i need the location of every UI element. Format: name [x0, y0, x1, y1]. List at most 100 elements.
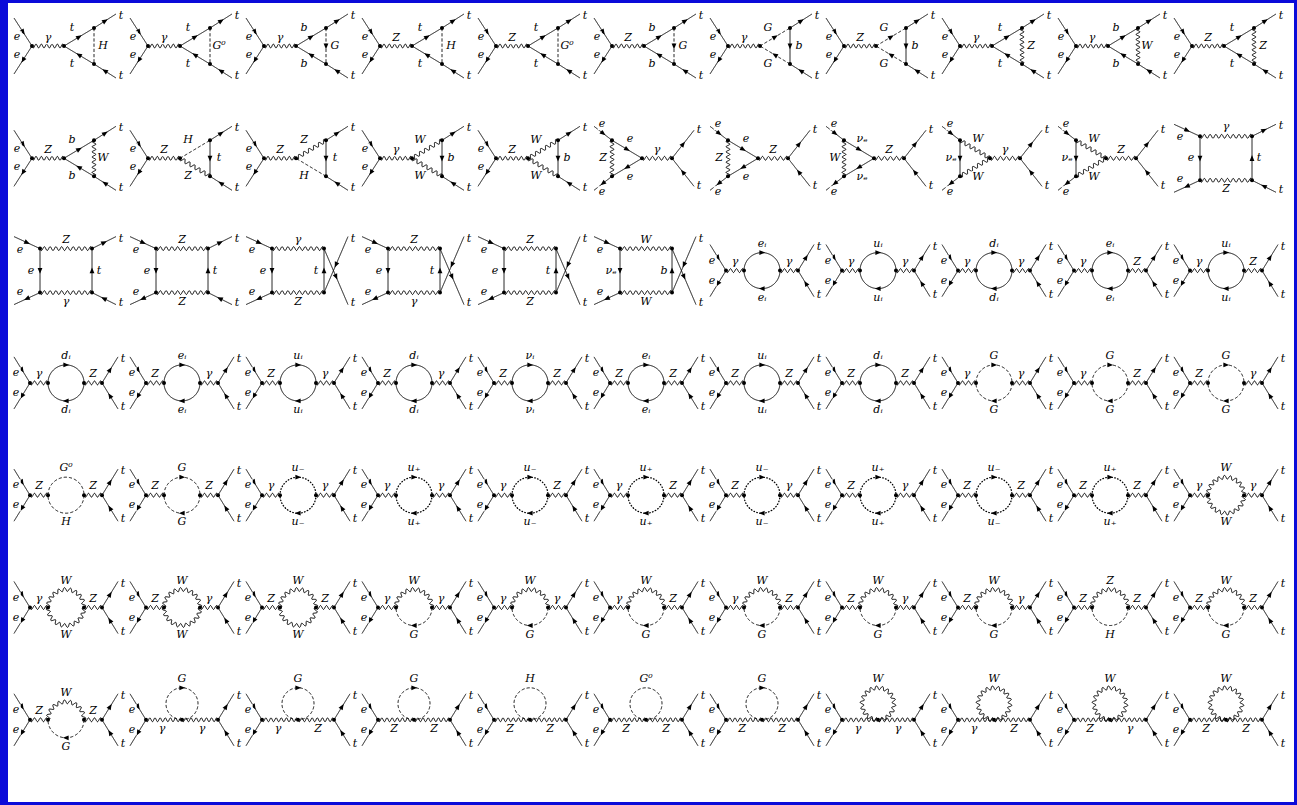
feynman-diagram	[478, 688, 582, 746]
arrow-head	[875, 286, 881, 291]
particle-label: e	[592, 367, 601, 379]
arrow-head	[253, 57, 258, 63]
vertex-dot	[46, 493, 50, 497]
propagator-line	[1190, 381, 1208, 385]
particle-label: e	[491, 265, 500, 277]
particle-label: e	[128, 479, 137, 491]
particle-label: t	[468, 465, 474, 477]
propagator-line	[628, 477, 664, 495]
propagator-line	[378, 493, 396, 497]
arrow-head	[1107, 475, 1113, 480]
particle-label: t	[466, 297, 472, 309]
propagator-line	[976, 383, 1012, 401]
arrow-head	[1181, 57, 1186, 63]
feynman-diagram	[594, 126, 694, 190]
particle-label: t	[350, 297, 356, 309]
propagator-line	[94, 14, 116, 28]
propagator-line	[1206, 495, 1245, 515]
particle-label: t	[118, 233, 124, 245]
propagator-line	[798, 495, 814, 521]
propagator-line	[674, 64, 696, 78]
propagator-line	[30, 493, 48, 497]
particle-label: γ	[615, 593, 624, 605]
particle-label: u₋	[291, 516, 306, 528]
propagator-line	[790, 64, 812, 78]
particle-label: e	[946, 119, 955, 131]
arrow-head	[456, 505, 461, 511]
arrow-head	[716, 505, 721, 511]
vertex-dot	[412, 718, 416, 722]
particle-label: t	[545, 265, 551, 277]
particle-label: e	[360, 592, 369, 604]
particle-label: u₋	[523, 462, 538, 474]
arrow-head	[1268, 618, 1273, 624]
particle-label: Z	[621, 723, 631, 735]
vertex-dot	[1242, 606, 1246, 610]
propagator-line	[878, 718, 914, 722]
particle-label: W	[1219, 575, 1232, 587]
propagator-line	[512, 365, 548, 383]
particle-label: t	[466, 233, 472, 245]
propagator-line	[378, 606, 396, 610]
particle-label: t	[816, 241, 822, 253]
arrow-head	[455, 479, 460, 485]
particle-label: G	[873, 629, 884, 641]
propagator-line	[200, 381, 218, 385]
particle-label: t	[96, 265, 102, 277]
vertex-dot	[1134, 156, 1138, 160]
arrow-head	[256, 239, 262, 244]
arrow-head	[682, 19, 688, 24]
arrow-head	[368, 617, 373, 623]
particle-label: t	[582, 10, 588, 22]
vertex-dot	[1144, 269, 1148, 273]
arrow-head	[192, 53, 198, 58]
particle-label: e	[244, 592, 253, 604]
arrow-head	[223, 704, 228, 710]
propagator-line	[1030, 357, 1046, 383]
vertex-dot	[1072, 718, 1076, 722]
propagator-line	[378, 718, 414, 722]
propagator-line	[102, 383, 118, 409]
particle-label: νₑ	[605, 265, 618, 277]
particle-label: t	[1280, 626, 1286, 638]
propagator-line	[726, 381, 744, 385]
vertex-dot	[680, 718, 684, 722]
particle-label: t	[816, 465, 822, 477]
particle-label: e	[708, 612, 717, 624]
arrow-head	[1180, 505, 1185, 511]
particle-label: Z	[1009, 723, 1019, 735]
particle-label: t	[932, 626, 938, 638]
vertex-dot	[528, 718, 532, 722]
arrow-head	[832, 617, 837, 623]
arrow-head	[681, 170, 686, 176]
vertex-dot	[1188, 606, 1192, 610]
propagator-line	[1020, 158, 1042, 186]
vertex-dot	[270, 247, 274, 251]
particle-label: t	[584, 690, 590, 702]
particle-label: νₑ	[856, 134, 869, 146]
arrow-head	[411, 475, 417, 480]
arrow-head	[137, 57, 142, 63]
arrow-head	[21, 57, 26, 63]
particle-label: γ	[276, 32, 285, 44]
vertex-dot	[904, 62, 908, 66]
vertex-dot	[62, 156, 66, 160]
vertex-dot	[154, 247, 158, 251]
vertex-dot	[82, 718, 86, 722]
propagator-line	[1262, 720, 1278, 746]
vertex-dot	[662, 493, 666, 497]
particle-label: e	[12, 704, 21, 716]
arrow-head	[571, 592, 576, 598]
arrow-head	[76, 35, 82, 40]
arrow-head	[832, 280, 837, 286]
propagator-line	[210, 176, 232, 190]
vertex-dot	[378, 44, 382, 48]
vertex-dot	[974, 606, 978, 610]
propagator-line	[146, 381, 164, 385]
particle-label: t	[352, 401, 358, 413]
propagator-line	[860, 608, 896, 626]
propagator-line	[48, 477, 84, 495]
vertex-dot	[988, 156, 992, 160]
vertex-dot	[146, 44, 150, 48]
propagator-line	[726, 493, 744, 497]
